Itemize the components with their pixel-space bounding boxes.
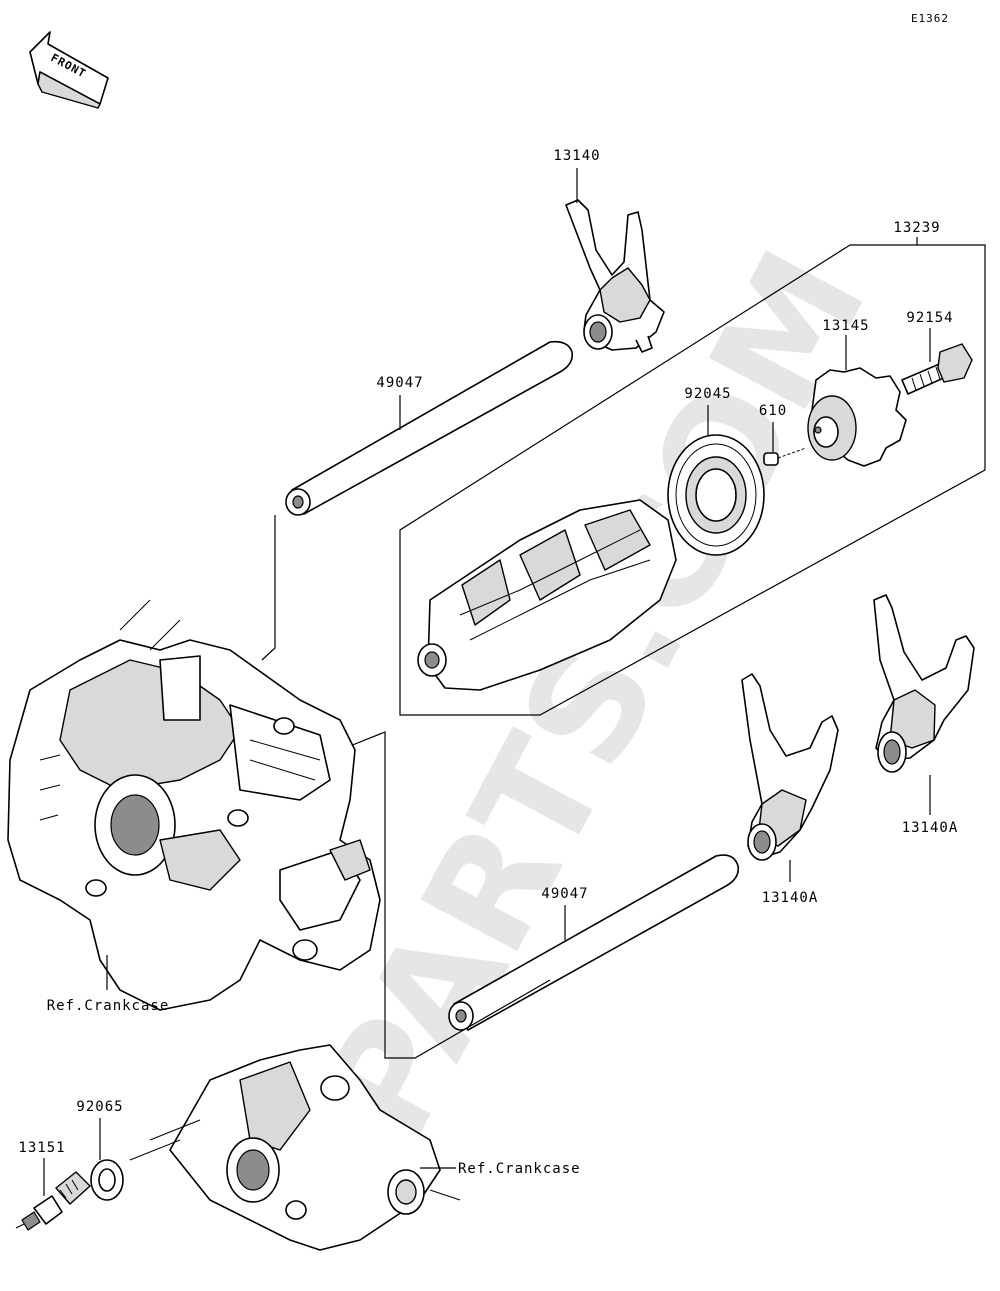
neutral-switch-13151: [15, 1171, 91, 1231]
label-49047-bottom: 49047: [541, 886, 588, 902]
label-ref-crankcase-left: Ref.Crankcase: [47, 998, 170, 1014]
shift-drum: [417, 499, 677, 691]
shift-cam-13145: [807, 367, 907, 467]
label-49047-top: 49047: [376, 375, 423, 391]
drum-assembly-13239-box: [399, 244, 986, 716]
label-13151: 13151: [18, 1140, 65, 1156]
crankcase-upper: [7, 599, 381, 1011]
label-ref-crankcase-right: Ref.Crankcase: [458, 1161, 581, 1177]
label-13239: 13239: [893, 220, 940, 236]
shift-fork-13140A-right: [873, 594, 975, 773]
label-92065: 92065: [76, 1099, 123, 1115]
pin-610: [763, 447, 807, 466]
shift-fork-13140A-middle: [741, 673, 839, 861]
label-13140: 13140: [553, 148, 600, 164]
bearing-92045: [667, 434, 765, 556]
label-610: 610: [759, 403, 787, 419]
label-13140A-right: 13140A: [902, 820, 959, 836]
diagram-code: E1362: [911, 12, 949, 25]
bolt-92154: [901, 343, 973, 395]
front-arrow-icon: FRONT: [29, 31, 109, 109]
crankcase-lower: [129, 1044, 461, 1251]
shift-fork-13140: [565, 199, 665, 353]
label-13145: 13145: [822, 318, 869, 334]
washer-92065: [90, 1159, 124, 1201]
watermark-text: PARTS.COM: [289, 225, 900, 1168]
label-13140A-middle: 13140A: [762, 890, 819, 906]
label-92045: 92045: [684, 386, 731, 402]
label-92154: 92154: [906, 310, 953, 326]
shift-rod-49047-bottom: [448, 854, 740, 1031]
shift-rod-49047-top: [285, 340, 574, 516]
watermark: PARTS.COM: [289, 225, 900, 1168]
